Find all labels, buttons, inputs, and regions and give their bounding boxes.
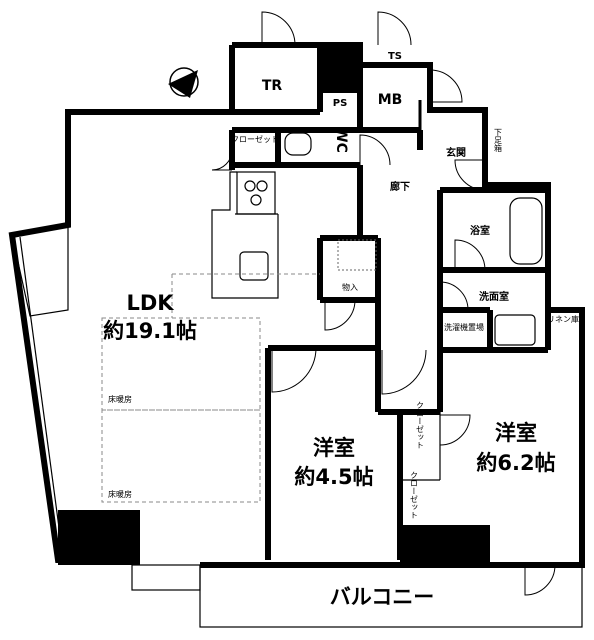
washroom-label: 洗面室 — [479, 290, 509, 303]
entrance-door — [429, 69, 463, 103]
ldk-name: LDK — [126, 291, 174, 315]
storage-label: 物入 — [342, 282, 358, 292]
western-room-2-name: 洋室 — [495, 421, 537, 445]
entrance-label: 玄関 — [446, 146, 466, 159]
floor-heating-area-2 — [101, 409, 261, 503]
ts-door — [377, 11, 412, 46]
corridor-label: 廊下 — [390, 180, 410, 193]
linen-label: リネン庫 — [547, 314, 579, 324]
balcony-label: バルコニー — [330, 585, 435, 609]
ldk-size: 約19.1帖 — [103, 319, 197, 343]
balcony — [199, 564, 583, 628]
toilet-icon — [284, 132, 312, 156]
western-room-1-name: 洋室 — [313, 436, 355, 460]
outer-wall — [232, 42, 585, 568]
sink-icon — [239, 251, 269, 281]
bay-window — [11, 224, 69, 317]
closet-kitchen-label: クローゼット — [231, 134, 279, 144]
tr-label: TR — [262, 78, 283, 94]
stove-icon — [236, 171, 276, 215]
wash-basin-icon — [494, 314, 536, 346]
ts-label: TS — [388, 51, 402, 62]
outer-wall-left — [8, 45, 235, 563]
floor-heating-label-2: 床暖房 — [108, 489, 132, 499]
closet-w2-label: クローゼット — [410, 471, 419, 519]
floor-heating-label-1: 床暖房 — [108, 394, 132, 404]
shoe-box-label: 下足箱 — [494, 128, 503, 153]
bathtub-icon — [509, 197, 543, 265]
western-room-2-size: 約6.2帖 — [476, 451, 555, 475]
laundry-label: 洗濯機置場 — [444, 322, 484, 332]
western-room-1-size: 約4.5帖 — [294, 465, 373, 489]
closet-w1-label: クローゼット — [416, 401, 425, 449]
north-arrow-icon — [168, 67, 199, 98]
wc-label: WC — [333, 127, 349, 153]
bath-label: 浴室 — [470, 224, 490, 237]
mb-label: MB — [378, 92, 403, 108]
tr-door — [261, 11, 296, 46]
ps-label: PS — [333, 98, 348, 109]
